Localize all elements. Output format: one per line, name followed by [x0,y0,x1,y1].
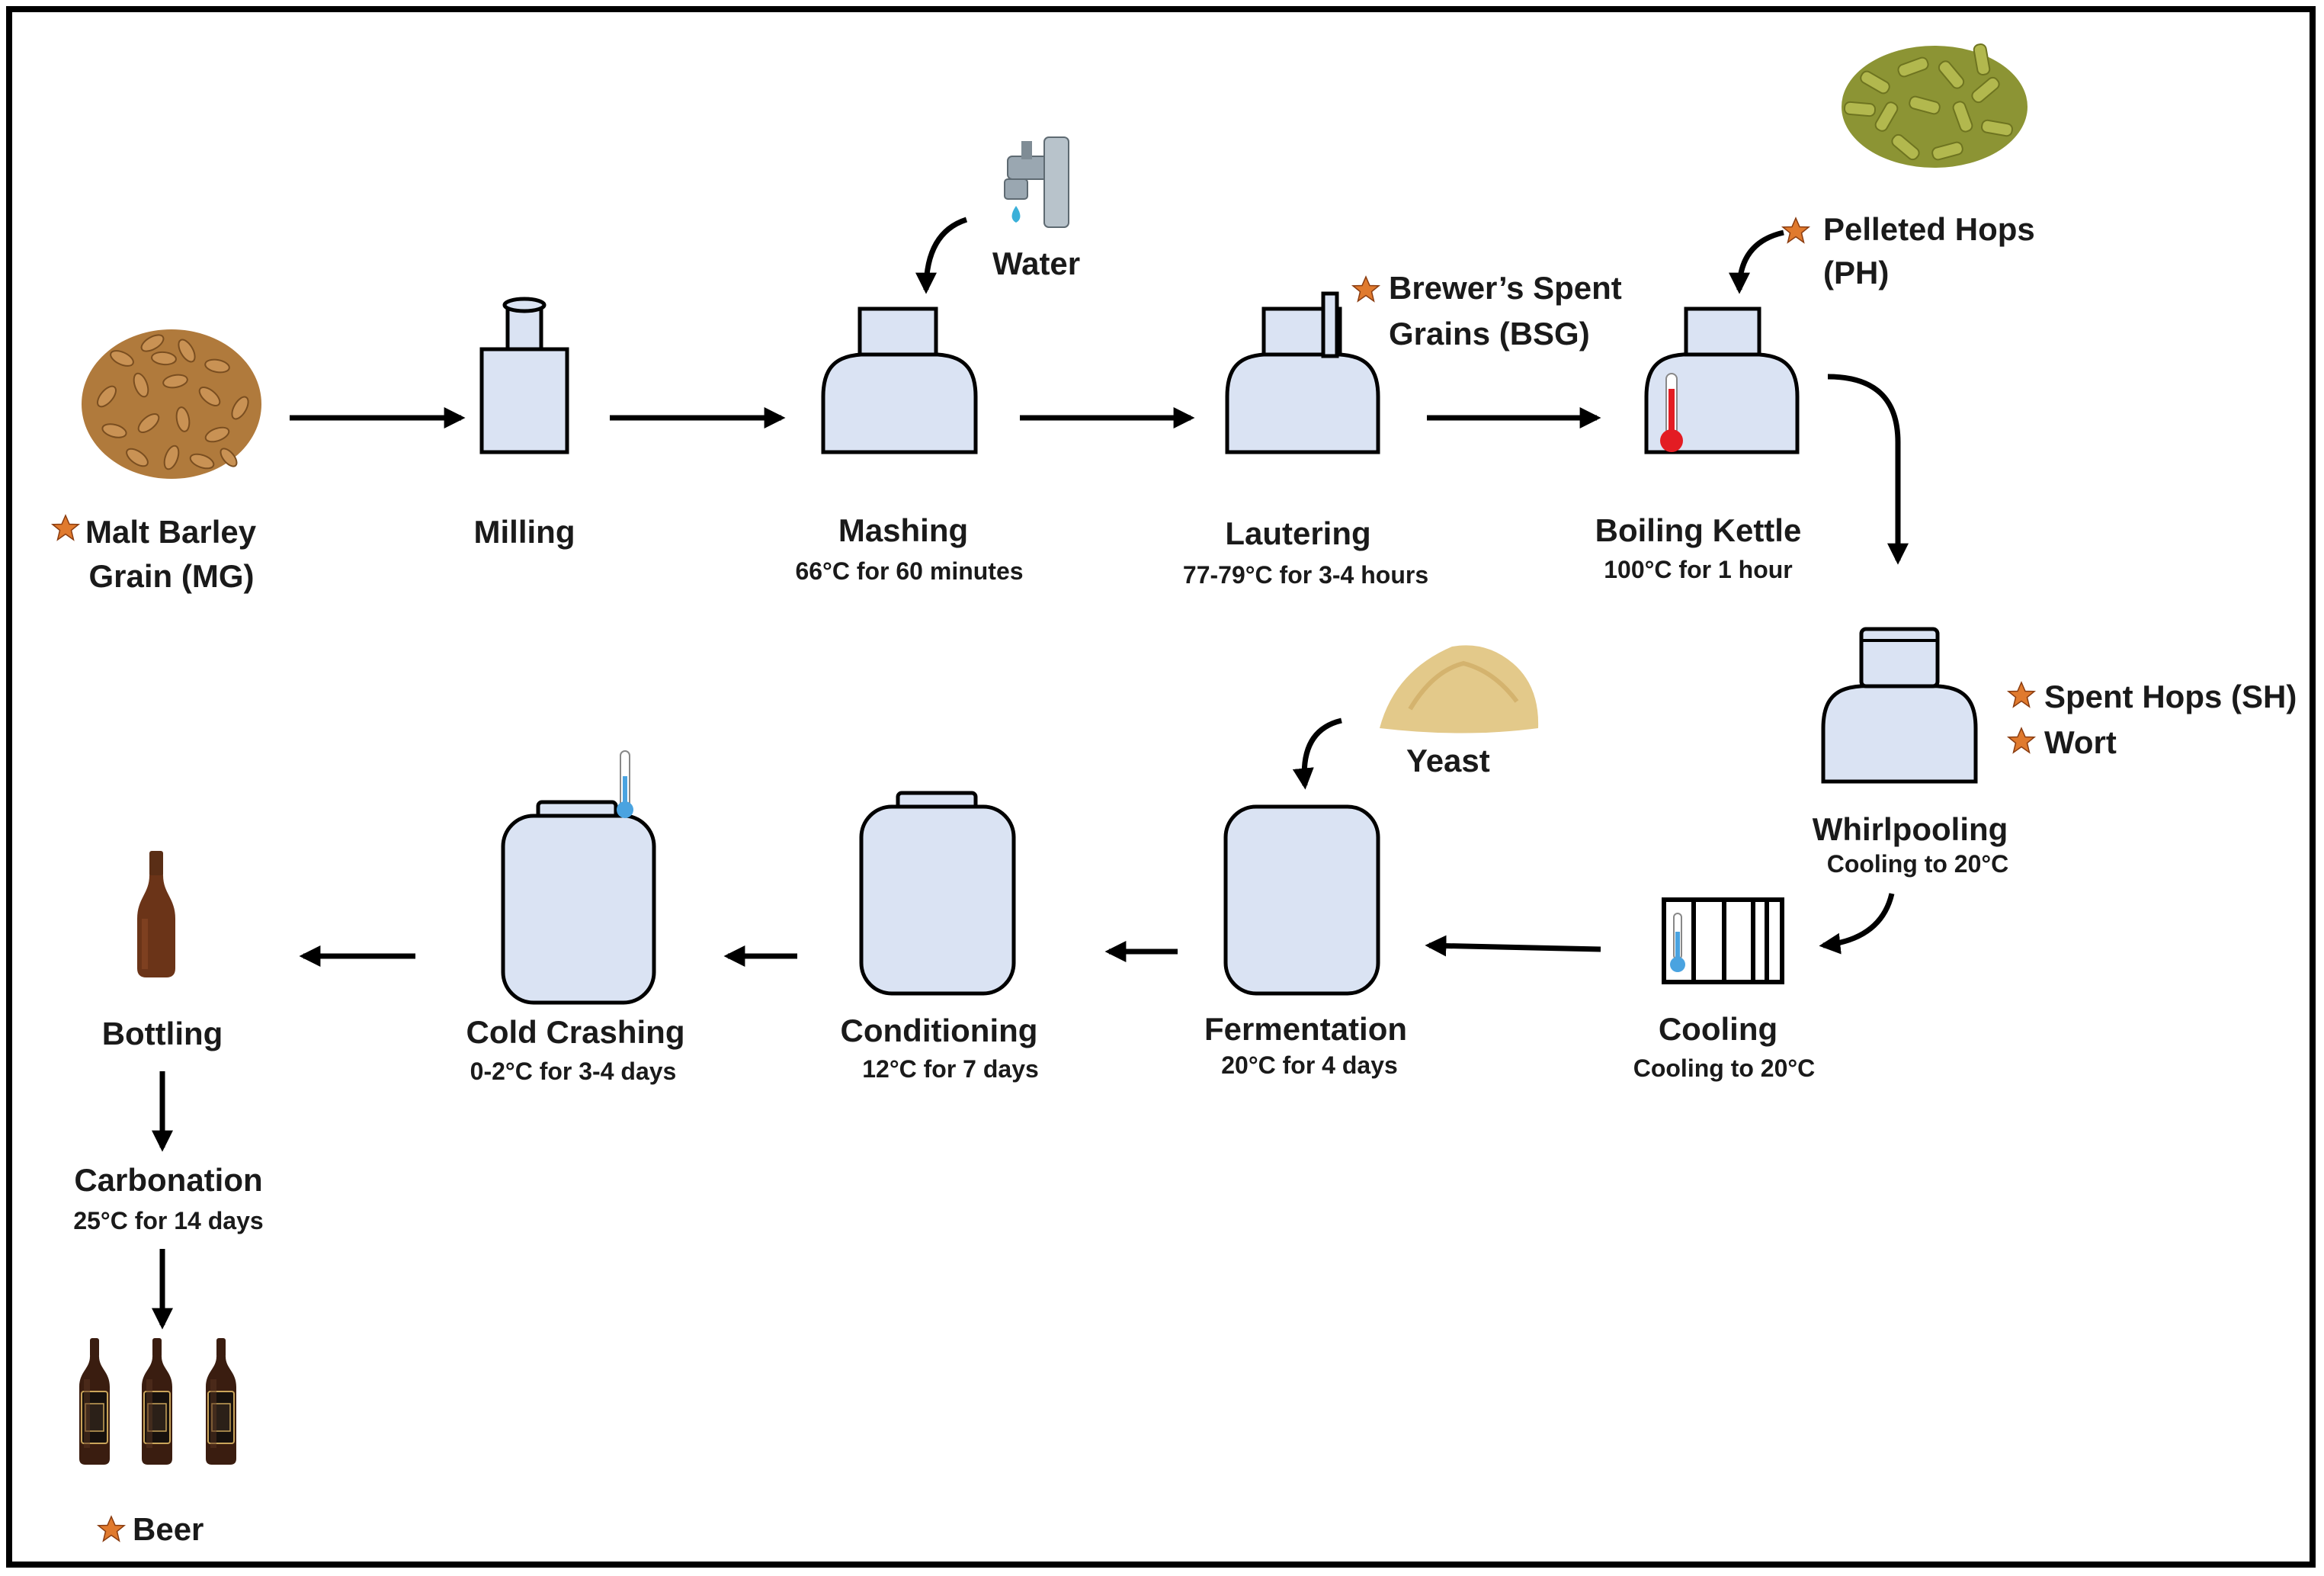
flow-arrow [1827,374,1909,565]
bsg-label-line1: Brewer’s Spent [1389,270,1622,306]
water-label: Water [992,246,1080,281]
grain-icon [82,329,261,479]
lautering-conditions: 77-79°C for 3-4 hours [1183,561,1428,589]
cooling-label: Cooling [1659,1011,1777,1047]
mashing-conditions: 66°C for 60 minutes [795,557,1023,585]
fermentation-label: Fermentation [1204,1011,1407,1047]
yeast-label: Yeast [1406,743,1490,778]
tap-icon [1004,136,1069,228]
conditioning-conditions: 12°C for 7 days [862,1055,1039,1083]
beer-label: Beer [133,1511,204,1547]
fermenter-vessel [1223,804,1380,996]
mashing-label: Mashing [838,512,968,548]
pelleted-hops-label-line1: Pelleted Hops [1823,211,2035,247]
flow-arrow [1819,893,1895,955]
boiling-conditions: 100°C for 1 hour [1604,556,1793,583]
wort-label: Wort [2044,724,2117,760]
star-icon [98,1516,125,1542]
flow-arrow [1425,935,1601,957]
thermometer-icon [1660,373,1683,452]
carbonation-label: Carbonation [74,1162,262,1198]
bottling-label: Bottling [102,1016,223,1051]
cold-crashing-conditions: 0-2°C for 3-4 days [470,1058,677,1085]
frame-border [6,6,2316,1568]
star-icon [2008,727,2035,753]
cold-crash-vessel [501,800,656,1005]
mash-tun-vessel [821,307,978,454]
bottle-icon [137,851,175,977]
star-icon [1782,217,1810,243]
mill-vessel [479,297,569,454]
star-icon [52,515,79,541]
beer-bottles-icon [79,1337,237,1465]
fermentation-conditions: 20°C for 4 days [1221,1051,1398,1079]
boiling-label: Boiling Kettle [1595,512,1802,548]
carbonation-conditions: 25°C for 14 days [73,1207,263,1234]
cold-crashing-label: Cold Crashing [466,1014,684,1050]
whirlpooling-label: Whirlpooling [1813,811,2008,847]
malt-label-line2: Grain (MG) [89,558,255,594]
whirlpool-vessel [1821,627,1978,784]
bsg-label-line2: Grains (BSG) [1389,316,1590,351]
spent-hops-label: Spent Hops (SH) [2044,679,2297,714]
boil-kettle-vessel [1644,307,1800,454]
milling-label: Milling [474,514,575,550]
pelleted-hops-label-line2: (PH) [1823,255,1889,290]
whirlpooling-conditions: Cooling to 20°C [1827,850,2009,878]
conditioning-label: Conditioning [841,1013,1038,1048]
cooler-icon [1662,897,1784,984]
input-arrow [915,217,968,294]
star-icon [1352,276,1380,302]
input-arrow [1292,717,1342,790]
yeast-powder-icon [1380,645,1539,733]
cooling-conditions: Cooling to 20°C [1633,1054,1816,1082]
conditioning-vessel [859,791,1016,996]
star-icon [2008,682,2035,708]
thermometer-icon [617,750,633,818]
lauter-tun-vessel [1225,291,1380,454]
lautering-label: Lautering [1225,515,1370,551]
hops-pellets-icon [1842,43,2027,168]
input-arrow [1729,229,1784,294]
malt-label-line1: Malt Barley [85,514,257,550]
